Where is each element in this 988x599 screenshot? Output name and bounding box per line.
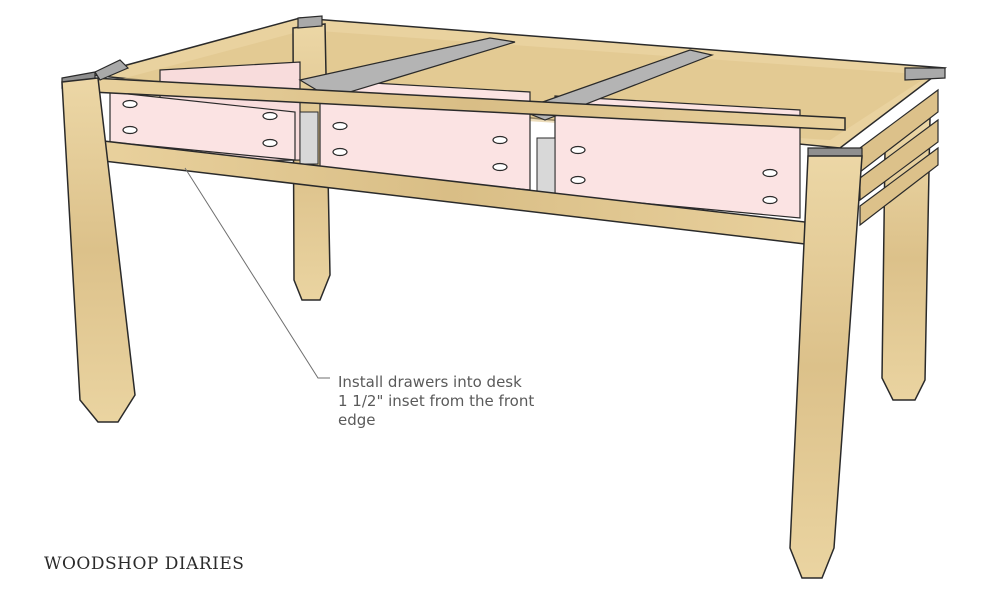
drawer-support-right: [518, 49, 715, 121]
annotation-line-3: edge: [338, 411, 376, 429]
annotation-line-1: Install drawers into desk: [338, 373, 522, 391]
corner-caps: [94, 15, 946, 81]
annotation-line-2: 1 1/2" inset from the front: [338, 392, 535, 410]
drawer-divider-right: [536, 137, 556, 195]
front-left-leg: [61, 71, 136, 423]
annotation-leader: [184, 167, 330, 379]
watermark: WOODSHOP DIARIES: [44, 554, 245, 574]
pocket-holes: [122, 99, 778, 205]
side-apron-right: [859, 88, 939, 227]
drawer-divider-left: [299, 111, 319, 165]
annotation-text: Install drawers into desk 1 1/2" inset f…: [338, 373, 568, 430]
front-right-leg: [789, 147, 863, 579]
